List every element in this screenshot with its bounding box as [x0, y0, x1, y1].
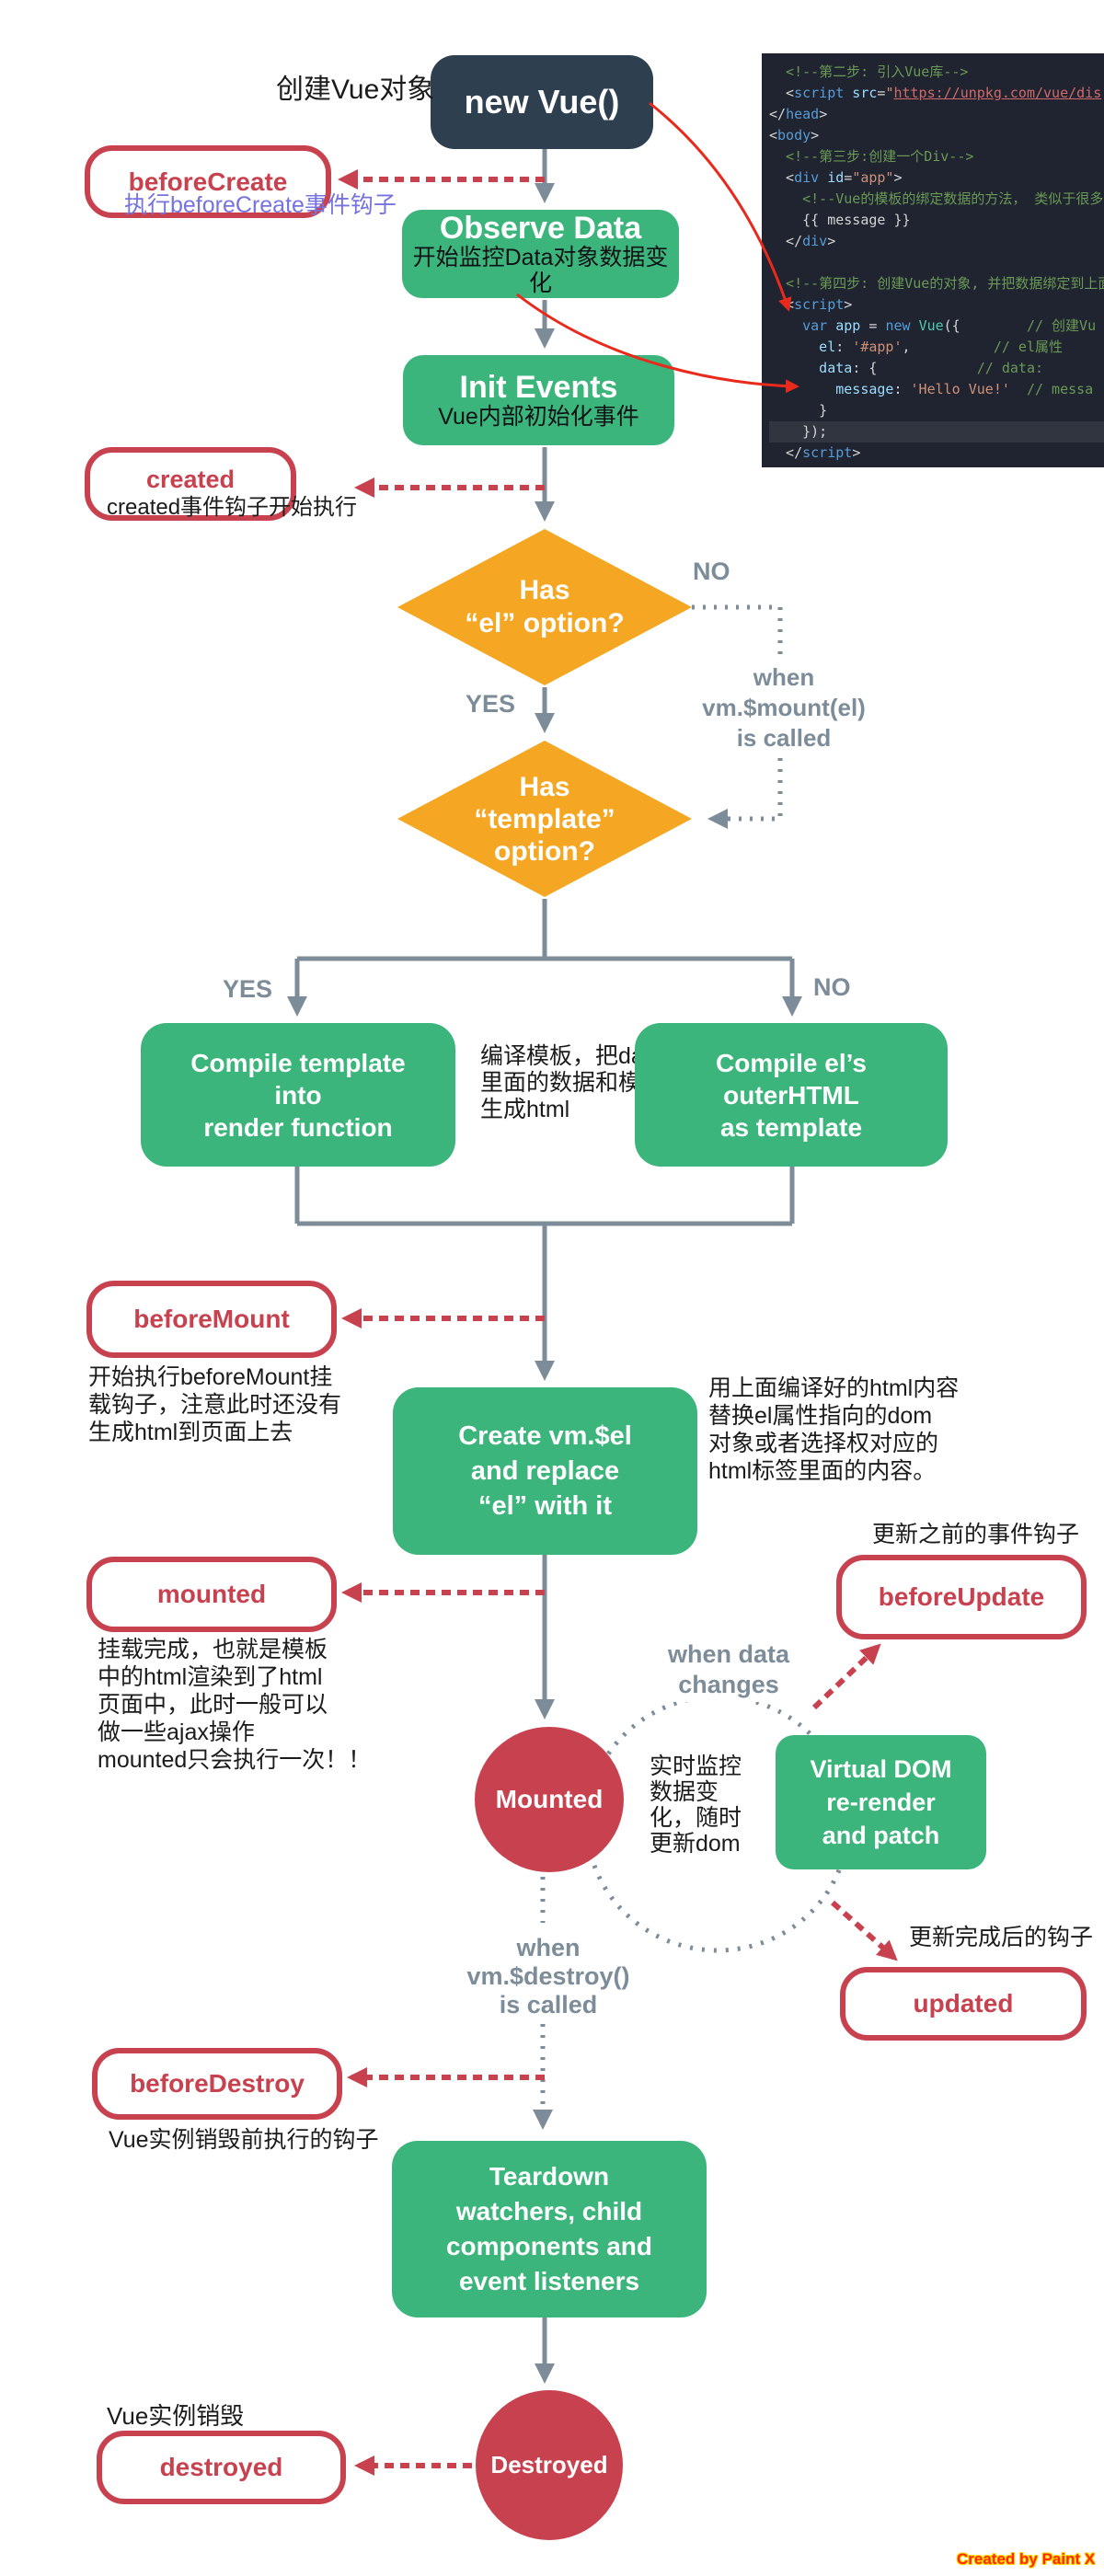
- hook-before-create: beforeCreate: [85, 145, 331, 218]
- hook-before-mount: beforeMount: [86, 1281, 337, 1358]
- label-mount-called: when vm.$mount(el) is called: [696, 661, 872, 755]
- node-observe-subtitle: 开始监控Data对象数据变化: [412, 245, 669, 296]
- note-destroyed: Vue实例销毁: [107, 2402, 245, 2430]
- note-mounted: 挂载完成，也就是模板 中的html渲染到了html 页面中，此时一般可以 做一些…: [98, 1637, 372, 1773]
- note-created: created事件钩子开始执行: [107, 495, 358, 520]
- label-yes-1: YES: [466, 690, 516, 718]
- note-updated: 更新完成后的钩子: [909, 1925, 1094, 1950]
- node-virtual-dom: Virtual DOM re-render and patch: [776, 1735, 986, 1869]
- code-panel: <!--第二步: 引入Vue库--> <script src="https://…: [762, 53, 1104, 467]
- label-no-1: NO: [693, 558, 730, 585]
- decision-has-template: Has “template” option?: [397, 741, 692, 897]
- node-teardown: Teardown watchers, child components and …: [392, 2141, 707, 2317]
- node-init-subtitle: Vue内部初始化事件: [438, 404, 639, 430]
- label-yes-2: YES: [223, 975, 273, 1003]
- node-create-el: Create vm.$el and replace “el” with it: [393, 1387, 697, 1555]
- note-before-destroy: Vue实例销毁前执行的钩子: [109, 2127, 379, 2153]
- note-compile: 编译模板，把data 里面的数据和模板 生成html: [480, 1043, 665, 1122]
- node-init-title: Init Events: [459, 370, 618, 405]
- label-destroy-called: when vm.$destroy() is called: [457, 1932, 639, 2021]
- decision-has-el: Has “el” option?: [397, 529, 692, 685]
- hook-created: created: [85, 447, 296, 521]
- dashed-red-arrows: [338, 169, 898, 2476]
- arrow-to-updated: [830, 1900, 898, 1961]
- note-before-create: 执行beforeCreate事件钩子: [124, 192, 397, 218]
- hook-mounted: mounted: [86, 1557, 337, 1632]
- watermark: Created by Paint X: [957, 2550, 1096, 2568]
- note-before-mount: 开始执行beforeMount挂 载钩子，注意此时还没有 生成html到页面上去: [88, 1364, 342, 1445]
- hook-updated: updated: [840, 1967, 1087, 2041]
- hook-before-destroy: beforeDestroy: [92, 2048, 342, 2120]
- note-replace-el: 用上面编译好的html内容 替换el属性指向的dom 对象或者选择权对应的 ht…: [708, 1375, 960, 1484]
- label-no-2: NO: [813, 973, 851, 1001]
- solid-gray-arrows: [287, 149, 802, 2384]
- note-watch: 实时监控 数据变 化，随时 更新dom: [646, 1752, 746, 1858]
- node-compile-outerhtml: Compile el’s outerHTML as template: [635, 1023, 948, 1167]
- note-before-update: 更新之前的事件钩子: [872, 1522, 1080, 1547]
- label-when-data-changes: when data changes: [644, 1638, 813, 1702]
- hook-destroyed: destroyed: [97, 2431, 346, 2504]
- arrow-to-beforeupdate: [811, 1643, 881, 1710]
- code-lines: <!--第二步: 引入Vue库--> <script src="https://…: [769, 63, 1104, 461]
- node-observe-data: Observe Data 开始监控Data对象数据变化: [402, 210, 679, 298]
- hook-before-update: beforeUpdate: [836, 1555, 1087, 1639]
- label-create-vue: 创建Vue对象: [276, 75, 435, 105]
- state-destroyed: Destroyed: [476, 2390, 623, 2540]
- node-compile-template: Compile template into render function: [141, 1023, 455, 1167]
- node-observe-title: Observe Data: [439, 211, 642, 246]
- state-mounted: Mounted: [475, 1727, 624, 1872]
- node-new-vue: new Vue(): [431, 55, 653, 149]
- node-init-events: Init Events Vue内部初始化事件: [403, 355, 674, 445]
